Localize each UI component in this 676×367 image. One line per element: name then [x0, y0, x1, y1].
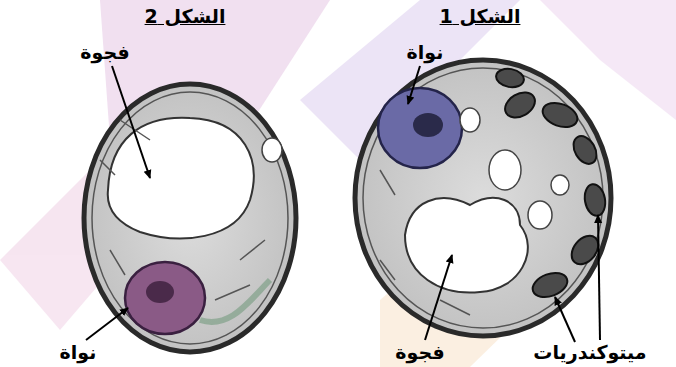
part-label: نواة	[60, 341, 97, 364]
part-label: ميتوكندريات	[533, 341, 646, 364]
part-label: نواة	[407, 41, 444, 64]
part-label: فجوة	[395, 341, 444, 364]
figure-title: الشكل 2	[145, 5, 226, 28]
figure-title: الشكل 1	[440, 5, 521, 28]
part-label: فجوة	[80, 41, 129, 64]
